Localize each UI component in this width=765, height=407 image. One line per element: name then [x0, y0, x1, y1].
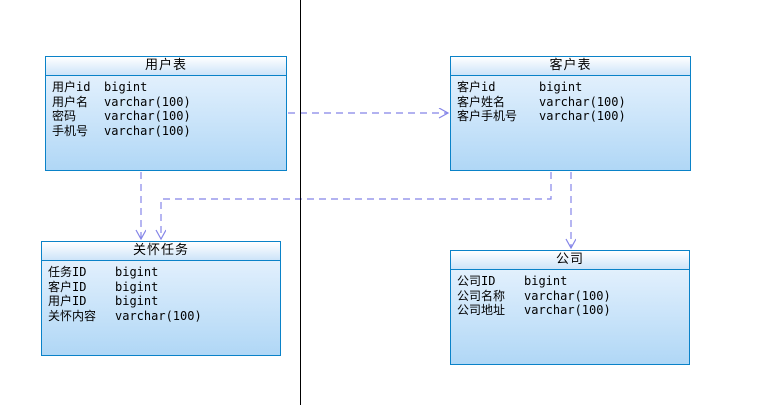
field-row: 公司地址 varchar(100) [457, 303, 689, 318]
field-name: 客户id [457, 80, 496, 94]
field-name: 公司名称 [457, 288, 506, 303]
field-name: 关怀内容 [48, 308, 97, 323]
field-type: varchar(100) [524, 288, 611, 303]
field-name: 公司地址 [457, 303, 506, 317]
table-fields-customer: 客户id bigint 客户姓名 varchar(100) 客户手机号 varc… [451, 76, 690, 124]
field-type: varchar(100) [104, 123, 191, 138]
field-type: varchar(100) [524, 303, 611, 317]
table-fields-caretask: 任务ID bigint 客户ID bigint 用户ID bigint 关怀内容… [42, 261, 280, 323]
field-row: 公司ID bigint [457, 274, 689, 289]
field-row: 客户id bigint [457, 80, 690, 95]
field-type: bigint [539, 80, 583, 94]
field-type: varchar(100) [539, 94, 626, 109]
field-name: 客户姓名 [457, 94, 506, 109]
field-name: 客户手机号 [457, 109, 518, 123]
field-type: varchar(100) [104, 94, 191, 109]
field-type: bigint [524, 274, 568, 288]
field-row: 手机号 varchar(100) [52, 124, 286, 139]
table-title-user: 用户表 [46, 57, 286, 76]
field-name: 公司ID [457, 274, 496, 288]
field-row: 客户ID bigint [48, 280, 280, 295]
table-fields-user: 用户id bigint 用户名 varchar(100) 密码 varchar(… [46, 76, 286, 138]
entity-table-customer[interactable]: 客户表 客户id bigint 客户姓名 varchar(100) 客户手机号 … [450, 56, 691, 171]
entity-table-caretask[interactable]: 关怀任务 任务ID bigint 客户ID bigint 用户ID bigint… [41, 241, 281, 356]
field-row: 客户姓名 varchar(100) [457, 95, 690, 110]
table-title-company: 公司 [451, 251, 689, 270]
field-type: varchar(100) [115, 308, 202, 323]
entity-table-company[interactable]: 公司 公司ID bigint 公司名称 varchar(100) 公司地址 va… [450, 250, 690, 365]
field-row: 用户id bigint [52, 80, 286, 95]
field-row: 公司名称 varchar(100) [457, 289, 689, 304]
field-type: bigint [115, 265, 159, 279]
field-row: 任务ID bigint [48, 265, 280, 280]
field-type: bigint [115, 279, 159, 294]
field-row: 关怀内容 varchar(100) [48, 309, 280, 324]
connector-customer-to-caretask[interactable] [161, 172, 552, 239]
table-title-caretask: 关怀任务 [42, 242, 280, 261]
field-type: varchar(100) [104, 109, 191, 123]
field-row: 密码 varchar(100) [52, 109, 286, 124]
field-name: 客户ID [48, 279, 87, 294]
field-name: 用户名 [52, 94, 89, 109]
field-name: 任务ID [48, 265, 87, 279]
field-row: 客户手机号 varchar(100) [457, 109, 690, 124]
entity-table-user[interactable]: 用户表 用户id bigint 用户名 varchar(100) 密码 varc… [45, 56, 287, 171]
table-fields-company: 公司ID bigint 公司名称 varchar(100) 公司地址 varch… [451, 270, 689, 318]
field-type: varchar(100) [539, 109, 626, 123]
field-name: 用户id [52, 80, 91, 94]
field-row: 用户名 varchar(100) [52, 95, 286, 110]
field-type: bigint [115, 294, 159, 308]
field-name: 手机号 [52, 123, 89, 138]
field-name: 密码 [52, 109, 77, 123]
field-name: 用户ID [48, 294, 87, 308]
field-type: bigint [104, 80, 148, 94]
divider-line [300, 0, 301, 405]
table-title-customer: 客户表 [451, 57, 690, 76]
field-row: 用户ID bigint [48, 294, 280, 309]
